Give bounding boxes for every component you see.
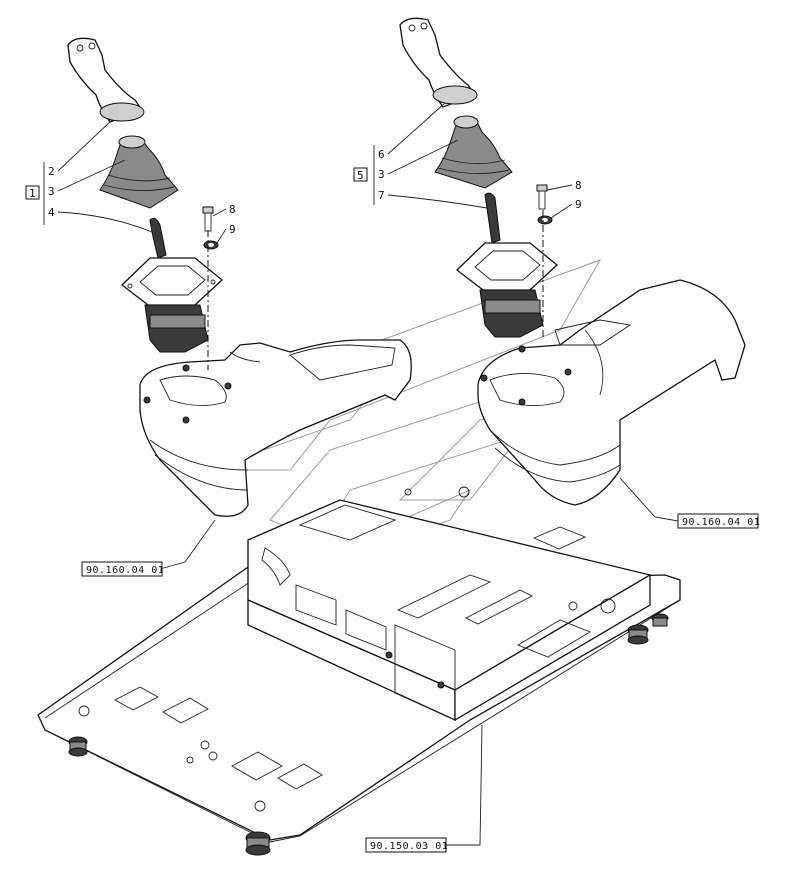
- right-washer-label: 9: [575, 198, 582, 211]
- base-foot: [245, 831, 271, 856]
- right-callout-2: 3: [378, 168, 385, 181]
- base-foot: [651, 613, 669, 627]
- right-joystick-unit: [456, 192, 558, 338]
- left-callout-3: 4: [48, 206, 55, 219]
- left-joystick-handle: [67, 37, 145, 123]
- left-callout-group: 1 2 3 4 8 9: [25, 119, 236, 244]
- base-plate-ref-text: 90.150.03 01: [370, 841, 448, 852]
- right-box-label: 5: [357, 169, 364, 182]
- right-joystick-handle: [399, 17, 478, 108]
- left-callout-1: 2: [48, 165, 55, 178]
- left-box-label: 1: [29, 187, 36, 200]
- right-armrest-console: [477, 279, 746, 506]
- left-joystick-unit: [121, 217, 223, 353]
- right-console-ref-text: 90.160.04 01: [682, 517, 760, 528]
- left-console-reference: 90.160.04 01: [81, 519, 216, 577]
- left-joystick-boot: [99, 135, 179, 209]
- base-foot: [68, 736, 88, 757]
- left-bolt-label: 8: [229, 203, 236, 216]
- left-washer-label: 9: [229, 223, 236, 236]
- base-plate-reference: 90.150.03 01: [365, 724, 483, 853]
- right-bolt-label: 8: [575, 179, 582, 192]
- right-mount-bolt: [536, 184, 553, 225]
- right-callout-3: 7: [378, 189, 385, 202]
- right-callout-group: 5 6 3 7 8 9: [353, 102, 582, 219]
- right-callout-1: 6: [378, 148, 385, 161]
- right-joystick-boot: [434, 115, 513, 189]
- left-callout-2: 3: [48, 185, 55, 198]
- support-frame: [247, 486, 652, 722]
- left-mount-bolt: [202, 206, 219, 250]
- left-armrest-console: [139, 339, 412, 517]
- right-console-reference: 90.160.04 01: [619, 477, 760, 529]
- left-console-ref-text: 90.160.04 01: [86, 565, 164, 576]
- base-foot: [627, 624, 649, 645]
